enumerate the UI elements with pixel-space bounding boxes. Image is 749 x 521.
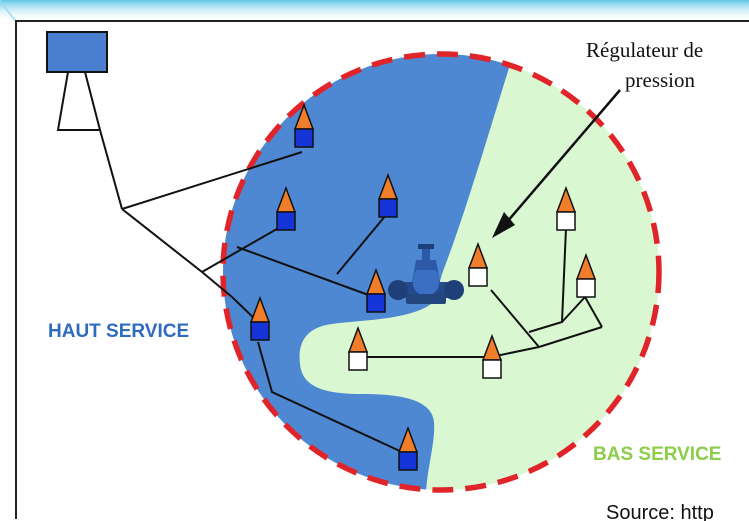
tank-body — [46, 31, 108, 73]
network-svg: Régulateur de pression HAUT SERVICE BAS … — [46, 31, 721, 521]
regulator-pointer — [492, 89, 621, 238]
node-high-1 — [293, 102, 315, 148]
pressure-zones — [223, 54, 659, 490]
high-service-label: HAUT SERVICE — [48, 321, 189, 342]
tank-support — [56, 71, 102, 131]
node-low-5 — [481, 333, 503, 379]
nodes-high-service — [249, 102, 419, 471]
node-high-6 — [397, 425, 419, 471]
source-label: Source: http — [606, 502, 714, 521]
node-high-3 — [377, 172, 399, 218]
node-high-2 — [275, 185, 297, 231]
node-high-5 — [249, 295, 271, 341]
node-low-1 — [467, 241, 489, 287]
regulator-label-line2: pression — [625, 68, 695, 92]
pressure-regulator-valve-icon — [388, 244, 464, 304]
water-network-diagram: Régulateur de pression HAUT SERVICE BAS … — [15, 20, 749, 521]
node-low-3 — [575, 252, 597, 298]
nodes-low-service — [347, 185, 597, 379]
regulator-label-line1: Régulateur de — [586, 38, 703, 62]
node-high-4 — [365, 267, 387, 313]
node-low-4 — [347, 325, 369, 371]
zone-boundary — [220, 51, 662, 493]
node-low-2 — [555, 185, 577, 231]
water-tower — [46, 31, 108, 131]
low-service-label: BAS SERVICE — [593, 444, 721, 465]
